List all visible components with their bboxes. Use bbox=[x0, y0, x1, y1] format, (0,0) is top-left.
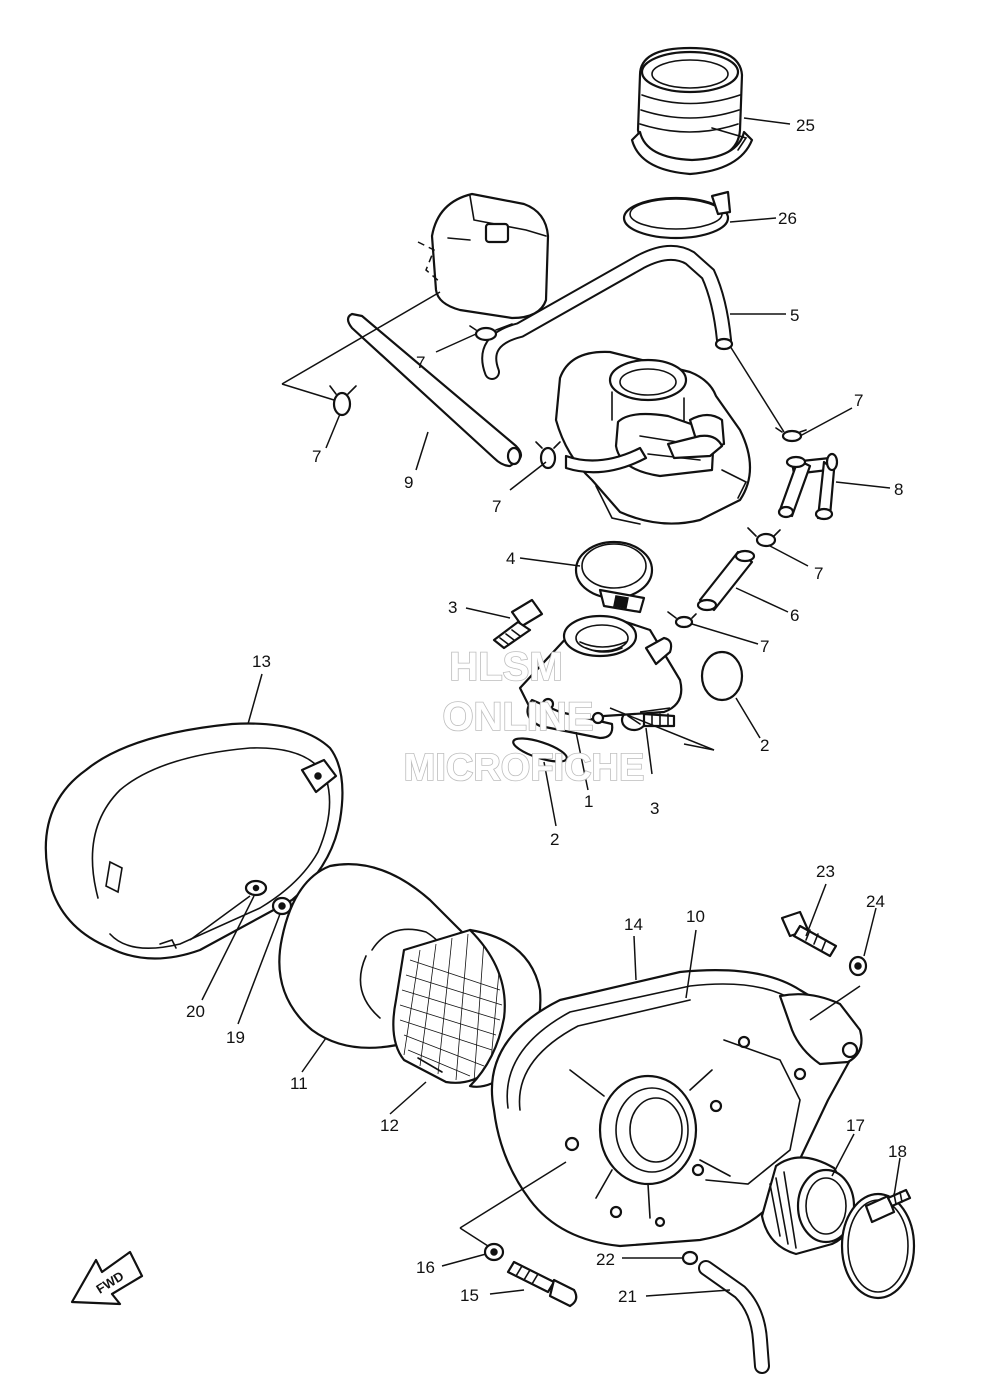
callout-20: 20 bbox=[186, 1002, 205, 1021]
callout-24: 24 bbox=[866, 892, 885, 911]
part-5-hose bbox=[481, 244, 734, 380]
part-19-washer bbox=[271, 896, 293, 916]
watermark-line-3: MICROFICHE bbox=[404, 747, 645, 789]
callout-5: 5 bbox=[790, 306, 799, 325]
callout-22: 22 bbox=[596, 1250, 615, 1269]
part-18-hose-clamp bbox=[840, 1188, 916, 1300]
part-16-washer bbox=[483, 1242, 505, 1262]
callout-16: 16 bbox=[416, 1258, 435, 1277]
callout-2: 2 bbox=[550, 830, 559, 849]
part-3-screw-upper bbox=[492, 598, 544, 650]
callout-9: 9 bbox=[404, 473, 413, 492]
part-10-air-box-case bbox=[490, 969, 863, 1248]
part-24-washer bbox=[848, 955, 868, 977]
callout-8: 8 bbox=[894, 480, 903, 499]
callout-numbers: 25 26 5 7 7 9 7 7 8 7 4 6 3 7 2 1 3 2 13… bbox=[186, 116, 907, 1306]
part-2-gasket-left bbox=[512, 737, 568, 763]
callout-3: 3 bbox=[650, 799, 659, 818]
assembly-lines bbox=[189, 291, 861, 1247]
leader-lines bbox=[201, 117, 901, 1297]
callout-2: 2 bbox=[760, 736, 769, 755]
callout-10: 10 bbox=[686, 907, 705, 926]
callout-7: 7 bbox=[760, 637, 769, 656]
part-13-cover bbox=[44, 722, 344, 960]
callout-7: 7 bbox=[814, 564, 823, 583]
carburetor-body bbox=[554, 350, 751, 525]
part-26-clamp-band bbox=[622, 190, 732, 240]
part-17-duct-joint bbox=[760, 1156, 856, 1256]
part-22-clip bbox=[681, 1250, 699, 1266]
callout-6: 6 bbox=[790, 606, 799, 625]
callout-17: 17 bbox=[846, 1116, 865, 1135]
callout-21: 21 bbox=[618, 1287, 637, 1306]
part-15-bolt bbox=[506, 1260, 578, 1308]
fwd-direction-arrow: FWD bbox=[70, 1250, 144, 1306]
callout-15: 15 bbox=[460, 1286, 479, 1305]
callout-11: 11 bbox=[290, 1074, 308, 1093]
part-3-screw-lower bbox=[620, 708, 676, 732]
callout-25: 25 bbox=[796, 116, 815, 135]
part-6-short-hose bbox=[696, 549, 756, 612]
callout-1: 1 bbox=[584, 792, 593, 811]
callout-12: 12 bbox=[380, 1116, 399, 1135]
callout-13: 13 bbox=[252, 652, 271, 671]
watermark: HLSM ONLINE MICROFICHE bbox=[403, 644, 645, 790]
callout-7: 7 bbox=[854, 391, 863, 410]
callout-7: 7 bbox=[416, 353, 425, 372]
callout-7: 7 bbox=[492, 497, 501, 516]
callout-19: 19 bbox=[226, 1028, 245, 1047]
part-4-clamp bbox=[574, 540, 654, 614]
callout-14: 14 bbox=[624, 915, 643, 934]
callout-18: 18 bbox=[888, 1142, 907, 1161]
part-9-hose bbox=[346, 312, 523, 468]
callout-23: 23 bbox=[816, 862, 835, 881]
watermark-line-2: ONLINE bbox=[442, 695, 593, 739]
part-20-grommet bbox=[244, 879, 268, 897]
callout-3: 3 bbox=[448, 598, 457, 617]
part-2-o-ring-right bbox=[700, 650, 744, 702]
callout-4: 4 bbox=[506, 549, 515, 568]
watermark-line-1: HLSM bbox=[449, 645, 562, 689]
part-7-clips bbox=[329, 323, 807, 629]
part-8-tee-fitting bbox=[777, 452, 839, 521]
callout-7: 7 bbox=[312, 447, 321, 466]
part-23-bolt bbox=[780, 910, 838, 958]
part-21-drain-hose bbox=[698, 1260, 770, 1374]
callout-26: 26 bbox=[778, 209, 797, 228]
part-1-manifold bbox=[518, 614, 683, 740]
solenoid-box bbox=[417, 192, 550, 320]
part-25-intake-boot bbox=[630, 46, 754, 176]
